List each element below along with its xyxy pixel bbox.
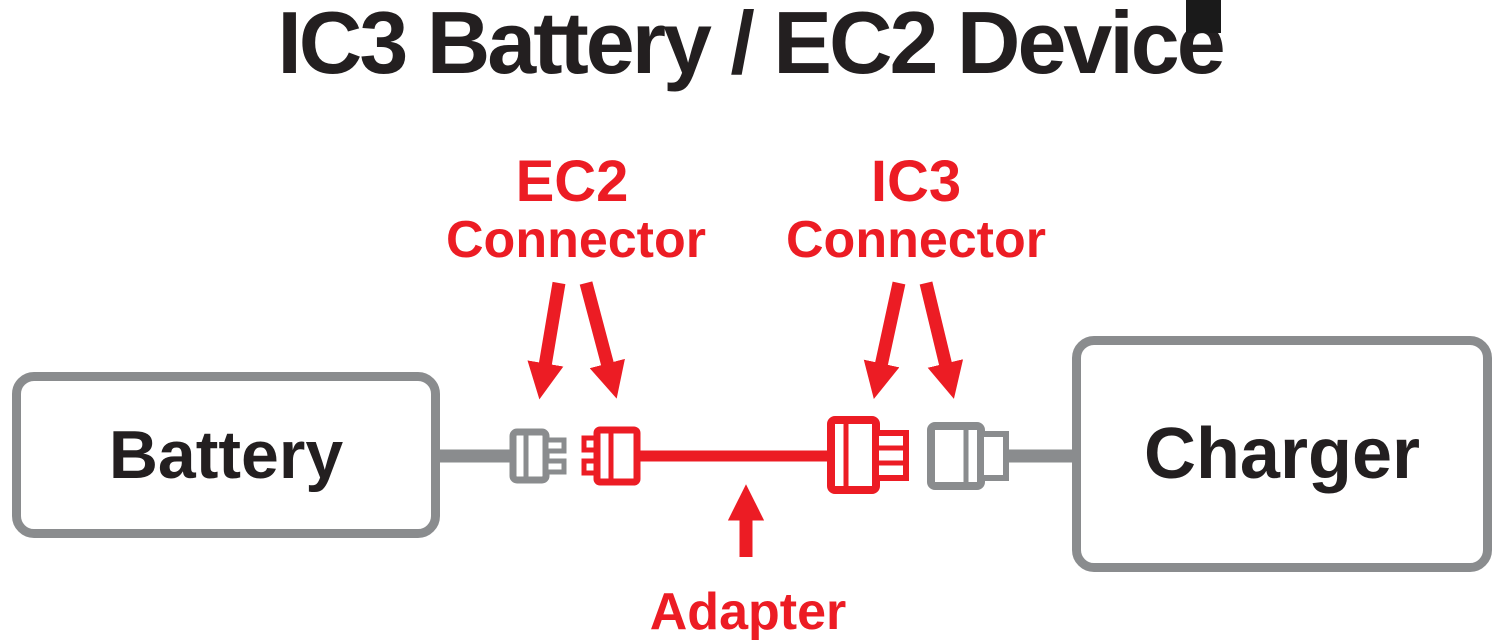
- ic3-connector-label: Connector: [786, 211, 1046, 269]
- adapter-label: Adapter: [649, 583, 847, 641]
- red-ic3-connector-icon: [827, 416, 909, 494]
- corner-mark: [1186, 0, 1221, 33]
- battery-box: Battery: [12, 372, 440, 538]
- red-ec2-connector-icon: [581, 426, 641, 486]
- ic3-arrow-right-icon: [919, 281, 964, 399]
- gray-ic3-plug-icon: [927, 422, 1009, 490]
- page-title: IC3 Battery / EC2 Device: [277, 0, 1225, 92]
- ec2-connector-label: Connector: [446, 211, 706, 269]
- ic3-arrow-left-icon: [863, 281, 906, 400]
- ic3-callout-arrows: [863, 281, 964, 400]
- ec2-callout-arrows: [527, 281, 625, 400]
- charger-label: Charger: [1143, 414, 1421, 494]
- gray-ec2-plug-icon: [509, 428, 567, 484]
- ec2-arrow-left-icon: [527, 281, 566, 400]
- battery-label: Battery: [108, 417, 344, 493]
- ec2-label: EC2: [515, 149, 629, 214]
- ec2-arrow-right-icon: [579, 281, 625, 399]
- ic3-label: IC3: [870, 149, 962, 214]
- charger-box: Charger: [1072, 336, 1492, 572]
